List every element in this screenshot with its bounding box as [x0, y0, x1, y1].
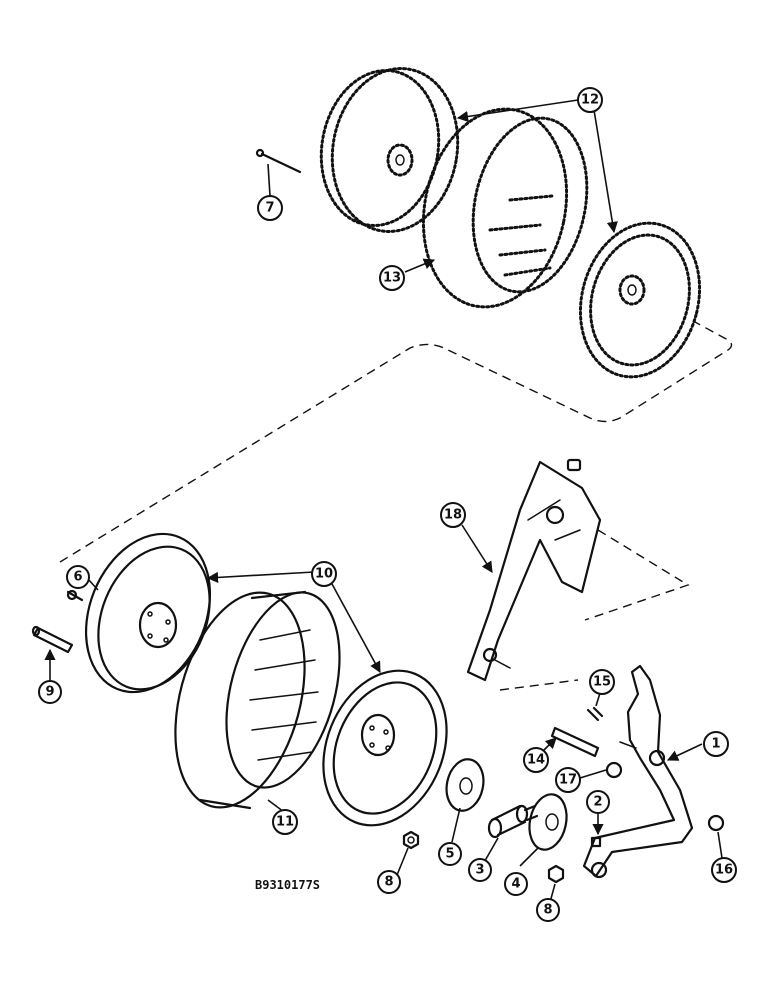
svg-text:3: 3	[475, 863, 484, 878]
callout-11: 11	[272, 809, 298, 835]
upper-rim-left	[319, 67, 460, 233]
upper-wheel-assembly	[59, 67, 733, 563]
lower-wheel-assembly	[31, 458, 725, 884]
callout-4: 4	[504, 872, 528, 896]
svg-text:7: 7	[265, 201, 274, 216]
callout-1: 1	[703, 731, 729, 757]
callout-16: 16	[711, 857, 737, 883]
callout-18: 18	[440, 502, 466, 528]
svg-text:1: 1	[711, 737, 720, 752]
callout-17: 17	[555, 767, 581, 793]
svg-text:16: 16	[715, 863, 733, 878]
svg-text:18: 18	[444, 508, 462, 523]
rim-half-left	[84, 532, 212, 694]
plate-5	[445, 758, 485, 812]
callout-7: 7	[257, 195, 283, 221]
upper-rim-right	[578, 221, 702, 379]
svg-text:12: 12	[581, 93, 599, 108]
callout-3: 3	[468, 858, 492, 882]
figure-code: B9310177S	[255, 878, 320, 892]
callout-13: 13	[379, 265, 405, 291]
svg-text:13: 13	[383, 271, 401, 286]
callout-15: 15	[589, 669, 615, 695]
svg-text:9: 9	[45, 685, 54, 700]
callout-8-hub: 8	[536, 898, 560, 922]
svg-text:4: 4	[511, 877, 520, 892]
arm-18	[466, 458, 690, 691]
svg-text:5: 5	[445, 847, 454, 862]
tire-11	[174, 590, 341, 810]
bolt-2	[590, 836, 602, 848]
callout-14: 14	[523, 747, 549, 773]
pin-15	[586, 706, 604, 722]
svg-text:14: 14	[527, 753, 545, 768]
nut-8-wheel	[402, 830, 420, 850]
svg-text:2: 2	[593, 795, 602, 810]
callout-5: 5	[438, 842, 462, 866]
spindle-3	[487, 804, 539, 839]
callout-10: 10	[311, 561, 337, 587]
leader-lines	[44, 99, 723, 907]
svg-text:17: 17	[559, 773, 577, 788]
upper-tire	[421, 107, 589, 309]
svg-text:10: 10	[315, 567, 333, 582]
callout-12: 12	[577, 87, 603, 113]
lever-1	[582, 664, 694, 879]
nut-8-hub	[547, 864, 565, 884]
svg-text:8: 8	[384, 875, 393, 890]
svg-text:6: 6	[73, 570, 82, 585]
callout-8-wheel: 8	[377, 870, 401, 894]
svg-text:11: 11	[276, 815, 294, 830]
washer-17	[605, 761, 623, 779]
callout-6: 6	[66, 565, 90, 589]
rim-half-right	[322, 669, 448, 827]
callout-2: 2	[586, 790, 610, 814]
svg-text:8: 8	[543, 903, 552, 918]
washer-16	[707, 814, 725, 832]
callout-9: 9	[38, 680, 62, 704]
upper-assembly-outline	[59, 321, 733, 563]
bolt-6	[66, 589, 84, 602]
flange-4	[528, 793, 568, 851]
bolt-7	[255, 148, 302, 174]
pin-14	[550, 726, 600, 758]
pin-9	[31, 625, 74, 654]
svg-text:15: 15	[593, 675, 611, 690]
